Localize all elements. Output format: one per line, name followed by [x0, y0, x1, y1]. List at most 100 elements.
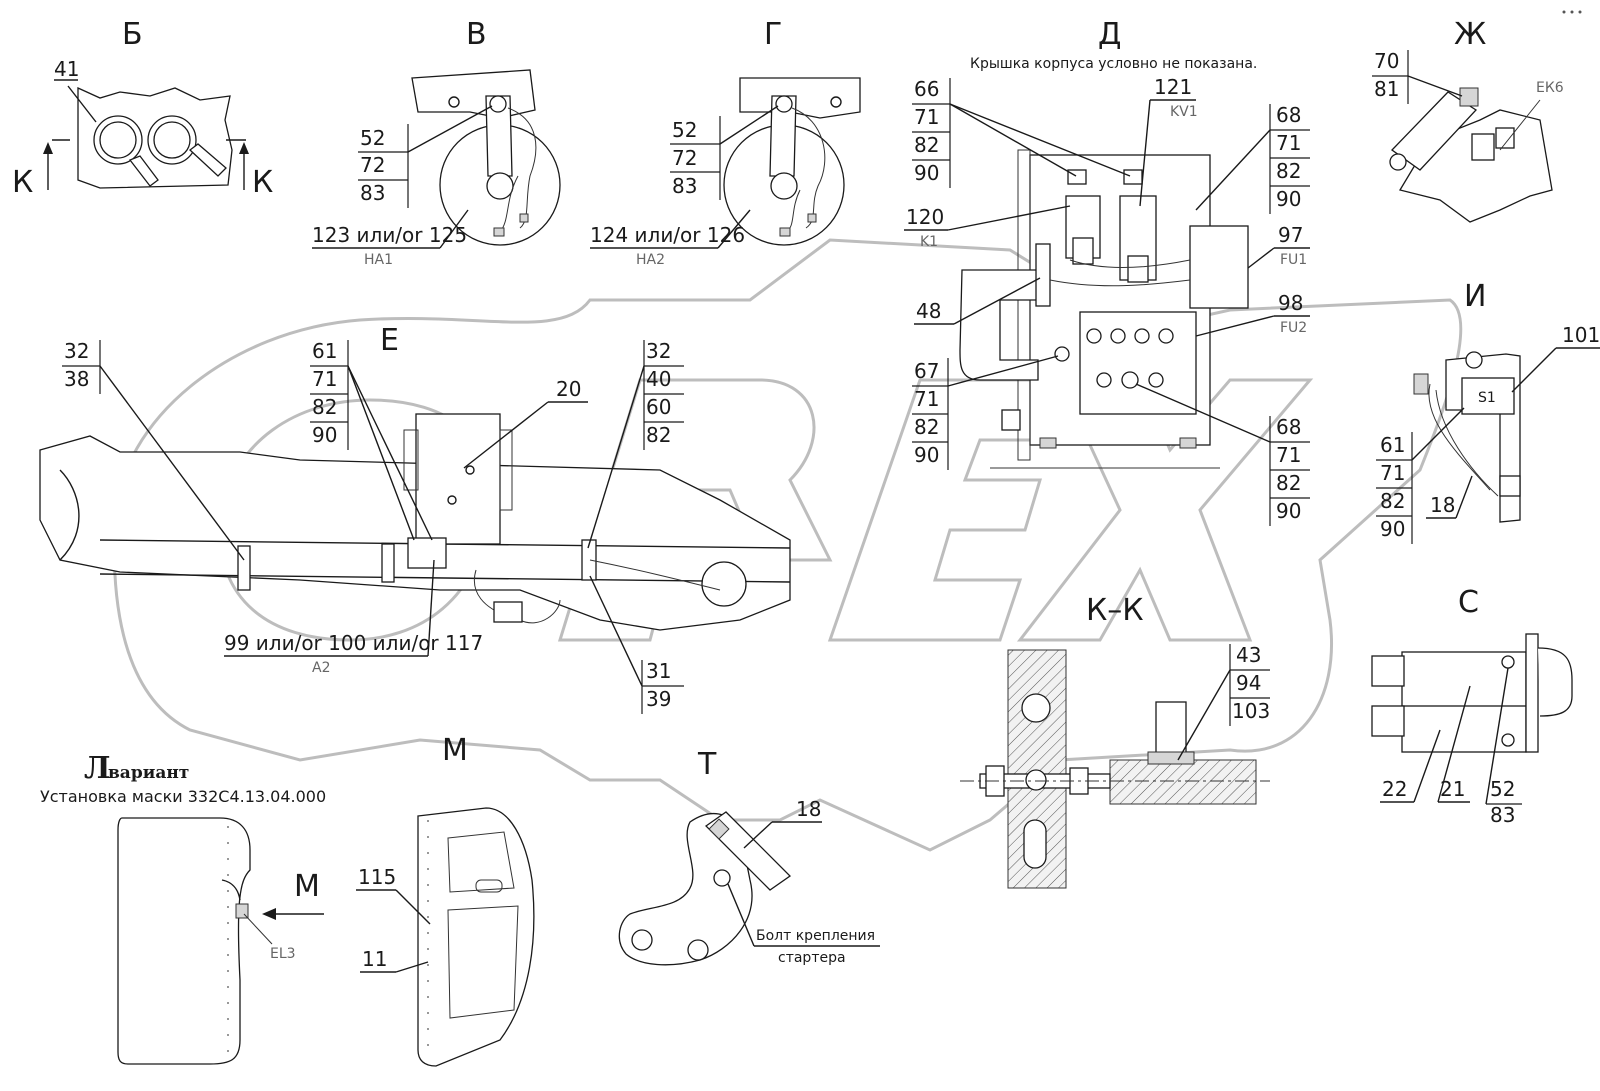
label-m-115: 115 [358, 865, 396, 889]
label-v-83: 83 [360, 181, 385, 205]
label-d-fu1: FU1 [1280, 252, 1307, 268]
label-g-part: 124 или/or 126 [590, 223, 745, 247]
label-d-68b: 68 [1276, 415, 1301, 439]
label-d-48: 48 [916, 299, 941, 323]
label-i-s1: S1 [1478, 390, 1496, 406]
label-s-22: 22 [1382, 777, 1407, 801]
label-d-67: 67 [914, 359, 939, 383]
label-e-32b: 32 [646, 339, 671, 363]
label-d-71b: 71 [1276, 131, 1301, 155]
label-g-72: 72 [672, 146, 697, 170]
arrow-m-label: М [294, 869, 320, 904]
label-d-71a: 71 [914, 105, 939, 129]
label-e-part: 99 или/or 100 или/or 117 [224, 631, 483, 655]
bolt-note-1: Болт крепления [756, 928, 875, 944]
label-d-90b: 90 [1276, 187, 1301, 211]
label-e-82: 82 [312, 395, 337, 419]
label-d-90c: 90 [914, 443, 939, 467]
label-i-82: 82 [1380, 489, 1405, 513]
view-m-title: М [442, 733, 468, 768]
label-v-part: 123 или/or 125 [312, 223, 467, 247]
label-d-82a: 82 [914, 133, 939, 157]
section-kk-title: К–К [1086, 593, 1144, 628]
view-i: И S1 101 61 71 82 90 18 [1376, 279, 1600, 544]
label-g-83: 83 [672, 174, 697, 198]
label-i-61: 61 [1380, 433, 1405, 457]
view-zh: Ж 70 81 ЕК6 [1372, 17, 1564, 223]
label-s-83: 83 [1490, 803, 1515, 827]
label-d-90a: 90 [914, 161, 939, 185]
label-kk-94: 94 [1236, 671, 1261, 695]
view-s-title: С [1458, 585, 1479, 620]
view-g-title: Г [764, 17, 782, 52]
label-el3: EL3 [270, 946, 296, 962]
label-e-sub: А2 [312, 660, 330, 676]
label-d-120: 120 [906, 205, 944, 229]
label-d-121: 121 [1154, 75, 1192, 99]
label-kk-43: 43 [1236, 643, 1261, 667]
bolt-note-2: стартера [778, 950, 846, 966]
label-d-k1: K1 [920, 234, 938, 250]
view-t-title: Т [697, 747, 717, 782]
label-i-90: 90 [1380, 517, 1405, 541]
note-cover: Крышка корпуса условно не показана. [970, 56, 1257, 72]
label-d-90d: 90 [1276, 499, 1301, 523]
label-zh-81: 81 [1374, 77, 1399, 101]
label-t-18: 18 [796, 797, 821, 821]
variant-word: вариант [108, 763, 189, 783]
label-d-fu2: FU2 [1280, 320, 1307, 336]
variant-block: Л вариант Установка маски 332С4.13.04.00… [40, 733, 535, 1067]
label-e-60: 60 [646, 395, 671, 419]
label-e-39: 39 [646, 687, 671, 711]
view-d-title: Д [1098, 17, 1121, 52]
label-d-82d: 82 [1276, 471, 1301, 495]
label-zh-sub: ЕК6 [1536, 80, 1564, 96]
label-s-52: 52 [1490, 777, 1515, 801]
view-v: В 52 72 83 123 или/or 125 НА1 [312, 17, 561, 268]
view-d: Д Крышка корпуса условно не показана. 66… [904, 17, 1310, 526]
view-g: Г 52 72 83 124 или/or 126 НА2 [590, 17, 861, 268]
label-v-sub: НА1 [364, 252, 393, 268]
label-d-71c: 71 [914, 387, 939, 411]
view-b: Б 41 К К [12, 17, 273, 200]
label-g-sub: НА2 [636, 252, 665, 268]
view-v-title: В [466, 17, 487, 52]
label-e-82b: 82 [646, 423, 671, 447]
label-g-52: 52 [672, 118, 697, 142]
view-b-title: Б [122, 17, 143, 52]
label-zh-70: 70 [1374, 49, 1399, 73]
label-e-90: 90 [312, 423, 337, 447]
label-i-101: 101 [1562, 323, 1600, 347]
label-v-72: 72 [360, 153, 385, 177]
label-kk-103: 103 [1232, 699, 1270, 723]
label-d-66: 66 [914, 77, 939, 101]
label-m-11: 11 [362, 947, 387, 971]
label-e-20: 20 [556, 377, 581, 401]
view-e-title: Е [380, 323, 399, 358]
label-41: 41 [54, 57, 79, 81]
corner-dots [1562, 10, 1582, 14]
label-i-71: 71 [1380, 461, 1405, 485]
mask-note: Установка маски 332С4.13.04.000 [40, 787, 326, 806]
view-i-title: И [1464, 279, 1486, 314]
label-e-32a: 32 [64, 339, 89, 363]
view-t: Т 18 Болт крепления стартера [618, 747, 880, 966]
label-e-71: 71 [312, 367, 337, 391]
label-d-98: 98 [1278, 291, 1303, 315]
label-v-52: 52 [360, 126, 385, 150]
label-e-40: 40 [646, 367, 671, 391]
label-e-61: 61 [312, 339, 337, 363]
label-d-82b: 82 [1276, 159, 1301, 183]
label-e-31: 31 [646, 659, 671, 683]
variant-letter: Л [84, 751, 111, 786]
label-d-82c: 82 [914, 415, 939, 439]
label-d-68a: 68 [1276, 103, 1301, 127]
section-mark-left: К [12, 165, 33, 200]
label-d-97: 97 [1278, 223, 1303, 247]
section-kk: К–К 43 94 103 [960, 593, 1270, 889]
label-i-18: 18 [1430, 493, 1455, 517]
label-d-kv1: KV1 [1170, 104, 1198, 120]
view-s: С 22 21 52 83 [1371, 585, 1573, 827]
view-e: Е 32 38 61 71 82 90 20 [39, 323, 791, 714]
